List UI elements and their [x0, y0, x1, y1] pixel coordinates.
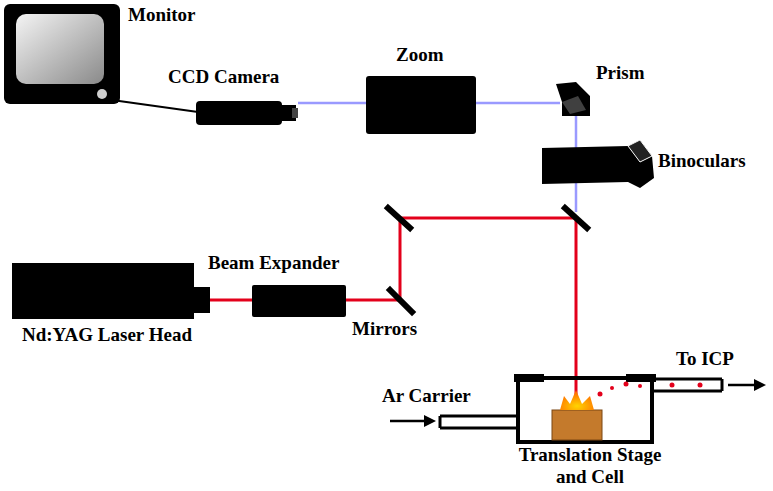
- component-label: To ICP: [676, 348, 734, 370]
- component-label: Mirrors: [352, 318, 417, 340]
- component-label: Ar Carrier: [382, 385, 471, 407]
- component-label: Translation Stage and Cell: [506, 444, 674, 488]
- component-label: Monitor: [128, 4, 196, 26]
- component-label: Nd:YAG Laser Head: [22, 324, 192, 346]
- component-label: Zoom: [396, 44, 444, 66]
- component-label: CCD Camera: [168, 66, 279, 88]
- component-label: Prism: [596, 62, 645, 84]
- component-label: Beam Expander: [208, 252, 339, 274]
- component-label: Binoculars: [658, 150, 746, 172]
